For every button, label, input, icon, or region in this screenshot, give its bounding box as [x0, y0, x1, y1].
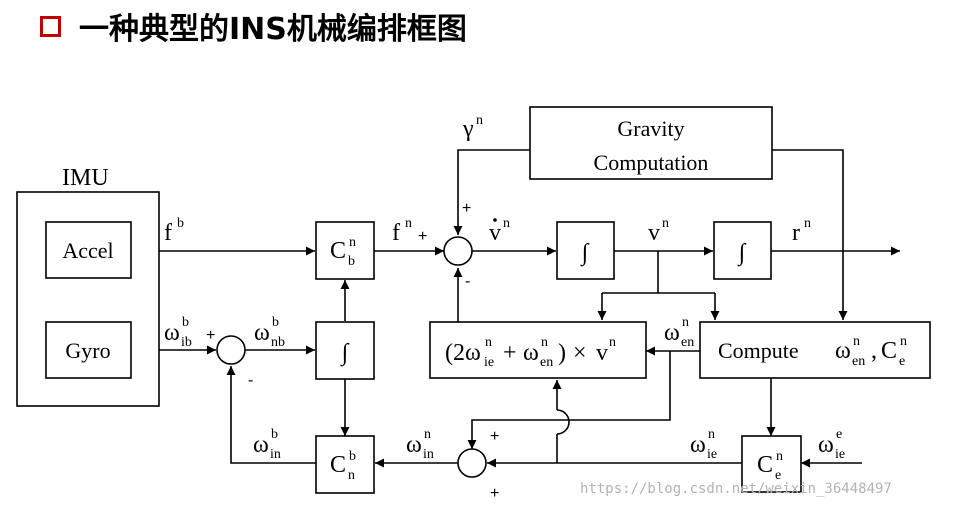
- label-omega-ib-sup: b: [182, 315, 189, 330]
- accel-label: Accel: [62, 238, 113, 263]
- gravity-label-line2: Computation: [594, 150, 709, 175]
- label-omega-in-b-sup: b: [271, 427, 278, 442]
- sign-plus-en: +: [490, 428, 499, 445]
- vdot-dot: [493, 218, 497, 222]
- label-r-n: r: [792, 220, 800, 246]
- compute-omega: ω: [835, 338, 851, 364]
- gyro-label: Gyro: [65, 338, 110, 363]
- gravity-label-line1: Gravity: [617, 116, 684, 141]
- label-r-n-sup: n: [804, 216, 811, 231]
- compute-omega-sub: en: [852, 354, 865, 369]
- compute-c-sub: e: [899, 354, 905, 369]
- cbn-top-c: C: [330, 238, 346, 264]
- attitude-integrator: [315, 321, 375, 380]
- cbn-top-sub: b: [348, 254, 355, 269]
- coriolis-close: ): [558, 340, 566, 366]
- label-omega-en-sup: n: [682, 315, 689, 330]
- signal-lines: [131, 145, 900, 468]
- label-omega-in-b: ω: [253, 432, 269, 458]
- velocity-integrator: [556, 221, 615, 280]
- position-integrator: [713, 221, 772, 280]
- cen-block: [741, 435, 802, 493]
- coriolis-v: v: [596, 340, 608, 366]
- sign-plus-gamma: +: [462, 200, 471, 217]
- coriolis-open: (2ω: [445, 340, 481, 366]
- watermark: https://blog.csdn.net/weixin_36448497: [580, 481, 892, 497]
- label-omega-ie-n-sup: n: [708, 427, 715, 442]
- compute-c: C: [881, 338, 897, 364]
- velocity-summer: [443, 236, 473, 266]
- coriolis-sub2: en: [540, 355, 553, 370]
- label-omega-ib: ω: [164, 320, 180, 346]
- label-omega-nb-sup: b: [272, 315, 279, 330]
- compute-block: [699, 321, 931, 379]
- coriolis-sup1: n: [485, 335, 492, 350]
- coriolis-sup3: n: [609, 335, 616, 350]
- compute-label: Compute: [718, 338, 799, 363]
- imu-label: IMU: [62, 165, 109, 191]
- label-omega-ie-e-sub: ie: [835, 447, 845, 462]
- cnb-bottom-block: [315, 435, 375, 494]
- accel-block: [45, 221, 132, 279]
- cbn-top-block: [315, 221, 375, 280]
- label-omega-ib-sub: ib: [181, 335, 192, 350]
- title-text: 一种典型的INS机械编排框图: [79, 12, 467, 47]
- cen-c: C: [757, 452, 773, 478]
- label-gamma-sup: n: [476, 113, 483, 128]
- label-v-n-sup: n: [662, 216, 669, 231]
- gyro-block: [45, 321, 132, 379]
- sign-plus-fn: +: [418, 228, 427, 245]
- label-v-n: v: [648, 220, 660, 246]
- label-f-b: f: [164, 220, 172, 246]
- cen-sup: n: [776, 449, 783, 464]
- sign-minus-in: -: [248, 372, 253, 389]
- label-vdot-sup: n: [503, 216, 510, 231]
- label-omega-in-b-sub: in: [270, 447, 281, 462]
- coriolis-sup2: n: [541, 335, 548, 350]
- label-omega-ie-e: ω: [818, 432, 834, 458]
- slide-title: 一种典型的INS机械编排框图: [40, 4, 467, 48]
- label-omega-nb: ω: [254, 320, 270, 346]
- cnb-bottom-c: C: [330, 452, 346, 478]
- cnb-bottom-sup: b: [349, 449, 356, 464]
- coriolis-sub1: ie: [484, 355, 494, 370]
- attitude-integral-sign: ∫: [340, 340, 350, 367]
- sign-minus-coriolis: -: [465, 273, 470, 290]
- gravity-computation-block: [529, 106, 773, 180]
- coriolis-block: [429, 321, 647, 379]
- label-vdot: v: [489, 220, 501, 246]
- label-omega-ie-n: ω: [690, 432, 706, 458]
- omega-in-summer: [457, 448, 487, 478]
- label-omega-ie-n-sub: ie: [707, 447, 717, 462]
- label-omega-en-sub: en: [681, 335, 694, 350]
- label-f-n: f: [392, 220, 400, 246]
- gyro-summer: [216, 335, 246, 365]
- cbn-top-sup: n: [349, 235, 356, 250]
- label-omega-nb-sub: nb: [271, 335, 285, 350]
- compute-comma: ,: [871, 338, 877, 364]
- label-omega-en: ω: [664, 320, 680, 346]
- label-omega-ie-e-sup: e: [836, 427, 842, 442]
- label-omega-in-n: ω: [406, 432, 422, 458]
- coriolis-times: ×: [573, 340, 587, 366]
- position-integral-sign: ∫: [737, 240, 747, 267]
- label-f-n-sup: n: [405, 216, 412, 231]
- label-omega-in-n-sub: in: [423, 447, 434, 462]
- compute-omega-sup: n: [853, 334, 860, 349]
- sign-plus-ie: +: [490, 485, 499, 502]
- label-gamma: γ: [462, 116, 474, 142]
- coriolis-omega2: ω: [523, 340, 539, 366]
- cnb-bottom-sub: n: [348, 468, 355, 483]
- cen-sub: e: [775, 468, 781, 483]
- imu-group: IMU Accel Gyro: [16, 165, 160, 407]
- label-omega-in-n-sup: n: [424, 427, 431, 442]
- square-bullet-icon: [40, 15, 61, 37]
- label-f-b-sup: b: [177, 216, 184, 231]
- sign-plus-gyro: +: [206, 327, 215, 344]
- coriolis-plus: +: [503, 340, 517, 366]
- velocity-integral-sign: ∫: [580, 240, 590, 267]
- compute-c-sup: n: [900, 334, 907, 349]
